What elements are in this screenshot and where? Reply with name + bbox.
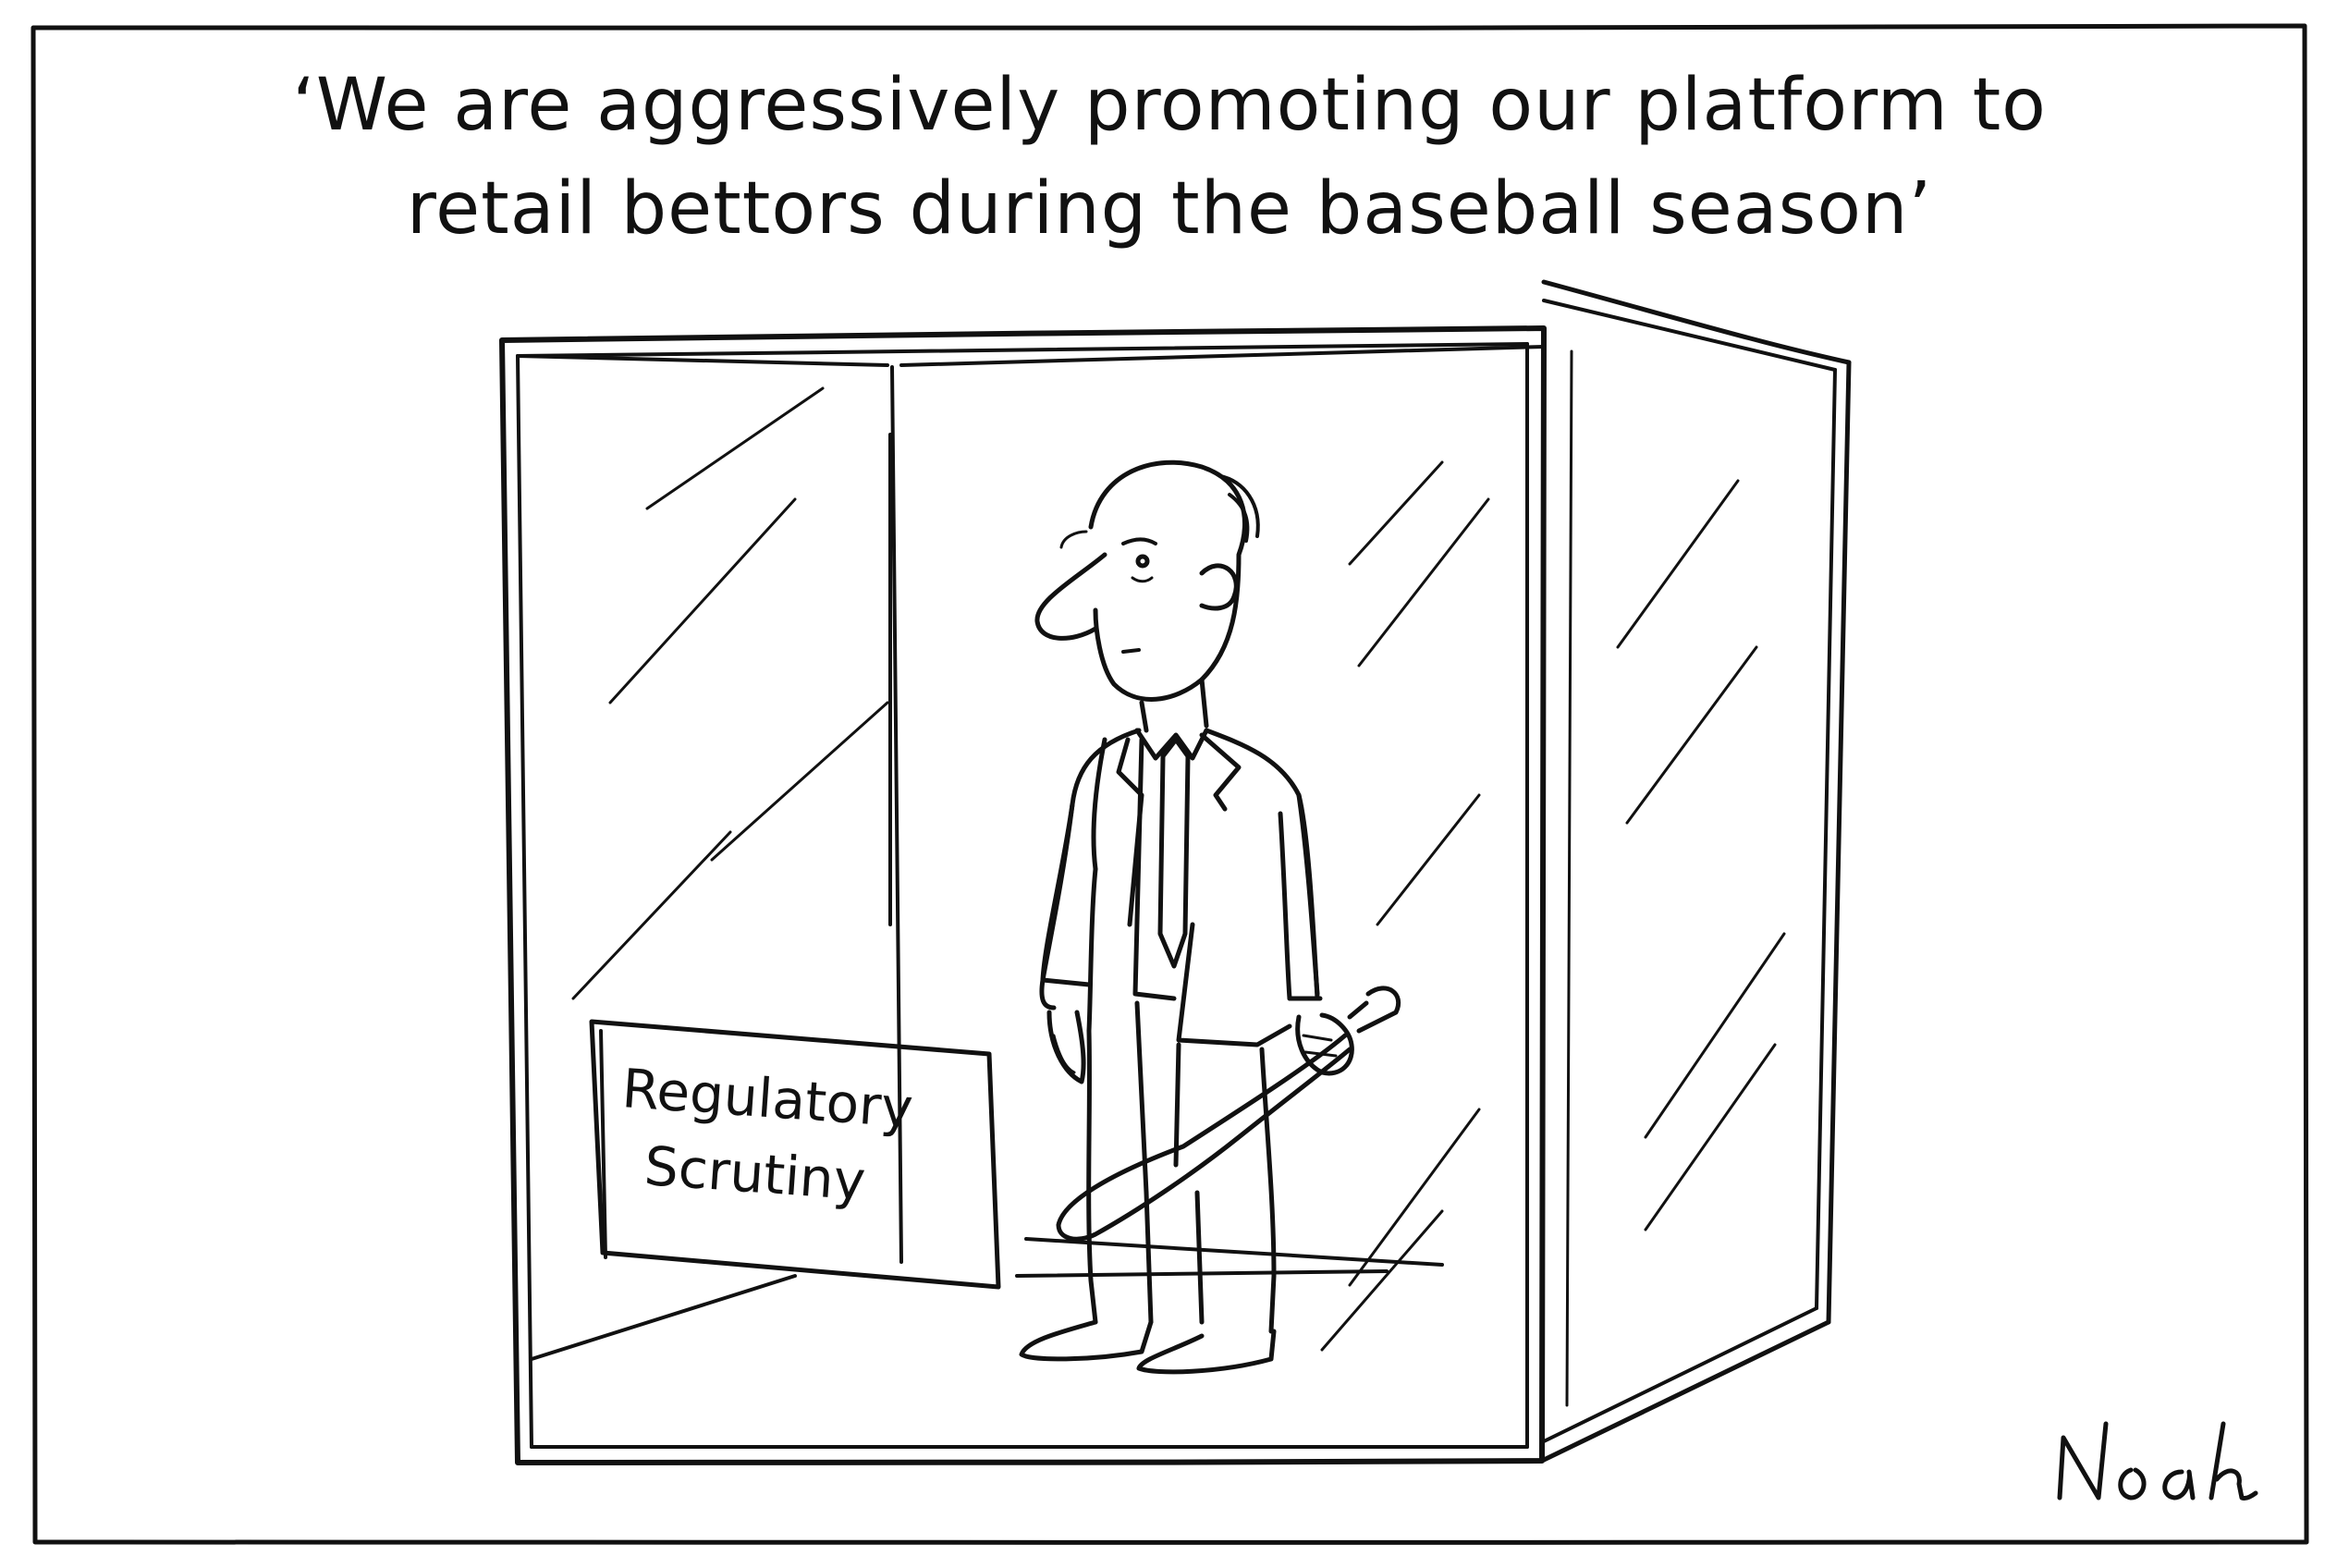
glass-case-right-edge [1826,360,1852,1325]
glass-reflections [571,386,1786,1352]
glass-case-front-frame [499,325,1547,1466]
right-shoe [1136,1329,1277,1375]
caption-line-1: ‘We are aggressively promoting our platf… [292,64,2047,147]
tie [1157,737,1191,969]
eye [1135,554,1150,569]
trousers [1086,1028,1098,1325]
sign-label: Regulatory Scrutiny [600,1049,997,1228]
panel-frame [31,23,2309,1546]
sign-board [589,1019,1001,1290]
head [1088,459,1247,702]
glass-case [499,279,1852,1466]
baseball-bat [1056,986,1401,1242]
left-shoe [1019,1319,1154,1362]
nose [1034,552,1107,641]
cartoon-caption: ‘We are aggressively promoting our platf… [185,54,2154,261]
glass-case-top-edge [1541,279,1852,365]
artist-signature [2057,1421,2258,1501]
caption-line-2: retail bettors during the baseball seaso… [406,167,1933,251]
businessman-figure [1019,459,1323,1375]
